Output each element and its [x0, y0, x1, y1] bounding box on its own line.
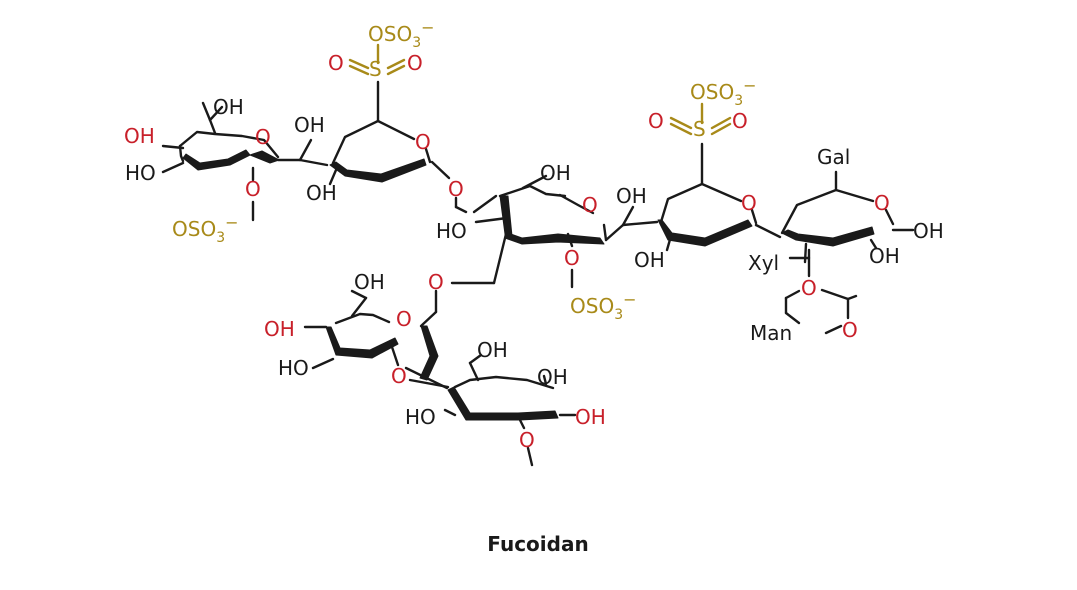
ring-oxygen-label: O: [801, 276, 817, 300]
gal-label: Gal: [817, 145, 850, 169]
label-oh: OH: [540, 161, 571, 185]
label-oh: OH: [354, 270, 385, 294]
label-ho: HO: [405, 405, 436, 429]
ether-oxygen-label: O: [519, 428, 535, 452]
label-oh: OH: [306, 181, 337, 205]
ring-oxygen-label: O: [582, 193, 598, 217]
label-ho: HO: [278, 356, 309, 380]
label-oh: OH: [264, 317, 295, 341]
sulfur-label: S: [369, 57, 382, 81]
sulfonyl-oxygen-label: O: [328, 51, 344, 75]
sulfur-label: S: [693, 117, 706, 141]
ring-oxygen-label: O: [396, 307, 412, 331]
sulfonyl-oxygen-label: O: [407, 51, 423, 75]
label-oh: OH: [213, 95, 244, 119]
sulfonyl-oxygen-label: O: [648, 109, 664, 133]
xyl-label: Xyl: [748, 251, 779, 275]
glycosidic-oxygen-label: O: [448, 177, 464, 201]
label-ho: HO: [125, 161, 156, 185]
man-label: Man: [750, 321, 792, 345]
label-oh: OH: [575, 405, 606, 429]
ring-oxygen-label: O: [842, 318, 858, 342]
label-oh: OH: [537, 365, 568, 389]
label-oh: OH: [913, 219, 944, 243]
label-ho: HO: [436, 219, 467, 243]
sulfate-label: OSO3−: [172, 213, 239, 246]
sulfate-label: OSO3−: [690, 76, 757, 109]
label-oh: OH: [869, 244, 900, 268]
glycosidic-oxygen-label: O: [391, 364, 407, 388]
glycosidic-oxygen-label: O: [428, 270, 444, 294]
bond-lines: [161, 80, 915, 467]
diagram-title: Fucoidan: [487, 532, 588, 556]
sulfate-label: OSO3−: [570, 290, 637, 323]
ring-oxygen-label: O: [415, 130, 431, 154]
ring-oxygen-label: O: [874, 191, 890, 215]
ether-oxygen-label: O: [245, 177, 261, 201]
label-oh: OH: [294, 113, 325, 137]
label-oh: OH: [616, 184, 647, 208]
ring-oxygen-label: O: [255, 125, 271, 149]
ring-oxygen-label: O: [741, 191, 757, 215]
label-oh: OH: [124, 124, 155, 148]
sulfonyl-oxygen-label: O: [732, 109, 748, 133]
sulfate-label: OSO3−: [368, 18, 435, 51]
label-oh: OH: [634, 248, 665, 272]
label-oh: OH: [477, 338, 508, 362]
wedge-bonds: [182, 149, 875, 421]
sulfonyl-bonds: [348, 43, 732, 136]
ether-oxygen-label: O: [564, 246, 580, 270]
